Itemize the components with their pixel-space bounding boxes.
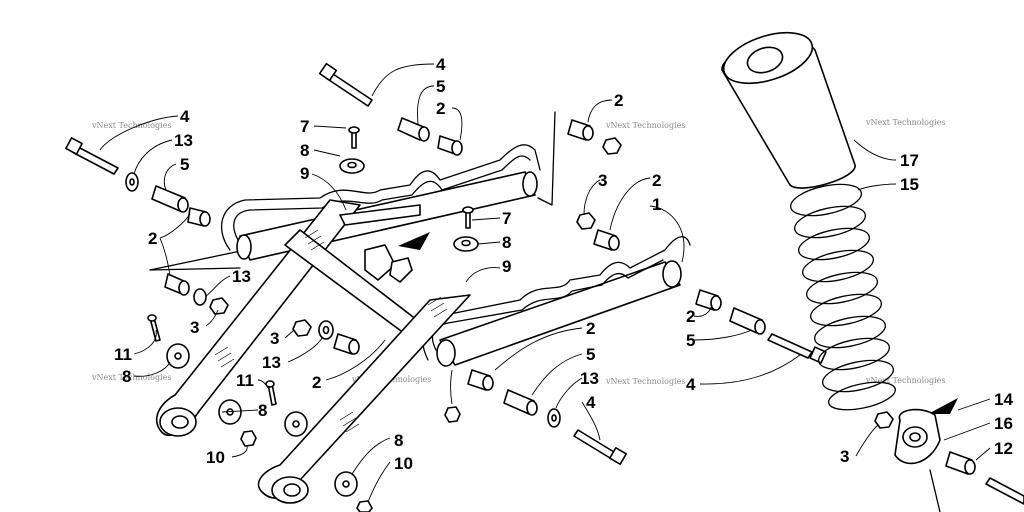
callout-5-left: 5 [180, 155, 189, 174]
callout-8-top: 8 [300, 141, 309, 160]
direction-arrow-1 [398, 232, 430, 250]
callout-8-bottom: 8 [394, 431, 403, 450]
direction-arrow-2 [928, 398, 958, 414]
callout-5-bottom: 5 [586, 345, 595, 364]
callout-4-bottom: 4 [586, 393, 596, 412]
watermark-6: vNext Technologies [605, 377, 685, 386]
callout-3-shock: 3 [840, 447, 849, 466]
callout-7-top: 7 [300, 117, 309, 136]
callout-15: 15 [900, 175, 919, 194]
callout-13-left: 13 [174, 131, 193, 150]
callout-3-top-right: 3 [598, 171, 607, 190]
watermark-2: vNext Technologies [605, 121, 685, 130]
shock-absorber [721, 31, 1024, 512]
callout-2-right-lower: 2 [686, 307, 695, 326]
coil-spring [790, 183, 897, 411]
callout-4-top: 4 [436, 55, 446, 74]
watermark-3: vNext Technologies [865, 118, 945, 127]
callout-16: 16 [994, 414, 1013, 433]
callout-1: 1 [652, 195, 661, 214]
callout-5-right: 5 [686, 331, 695, 350]
callout-14: 14 [994, 390, 1013, 409]
callout-10-bottom: 10 [394, 454, 413, 473]
callout-2-top: 2 [436, 99, 445, 118]
callout-3-mid: 3 [270, 329, 279, 348]
callout-9-top: 9 [300, 164, 309, 183]
callout-8-left: 8 [122, 367, 131, 386]
callout-4-left: 4 [180, 107, 190, 126]
hatch-mark-2 [339, 296, 448, 433]
callout-11-left: 11 [114, 345, 132, 364]
callout-numbers: 4 5 2 7 8 9 4 13 5 2 13 3 2 3 2 1 7 8 9 … [114, 55, 1013, 473]
callout-8-mid: 8 [502, 233, 511, 252]
callout-13-left-lower: 13 [232, 267, 251, 286]
callout-13-bottom: 13 [580, 369, 599, 388]
callout-2-mid: 2 [312, 373, 321, 392]
callout-17: 17 [900, 151, 919, 170]
lower-front-arm [257, 236, 691, 504]
leader-lines [99, 63, 991, 503]
callout-4-right: 4 [686, 375, 696, 394]
watermark-1: vNext Technologies [91, 121, 171, 130]
watermark-4: vNext Technologies [91, 373, 171, 382]
hatch-mark-1 [214, 229, 325, 368]
callout-2-right: 2 [652, 171, 661, 190]
callout-2-bottom: 2 [586, 319, 595, 338]
callout-12: 12 [994, 439, 1013, 458]
callout-11-mid: 11 [236, 371, 254, 390]
callout-2-left: 2 [148, 229, 157, 248]
callout-9-mid: 9 [502, 257, 511, 276]
callout-10-left: 10 [206, 448, 225, 467]
hardware [65, 62, 827, 512]
callout-2-top-right: 2 [614, 91, 623, 110]
callout-7-mid: 7 [502, 209, 511, 228]
callout-5-top: 5 [436, 77, 445, 96]
callout-13-mid: 13 [262, 353, 281, 372]
callout-8-mid-left: 8 [258, 401, 267, 420]
callout-3-left: 3 [190, 318, 199, 337]
watermark-7: vNext Technologies [865, 376, 945, 385]
left-arm-link [155, 199, 431, 437]
